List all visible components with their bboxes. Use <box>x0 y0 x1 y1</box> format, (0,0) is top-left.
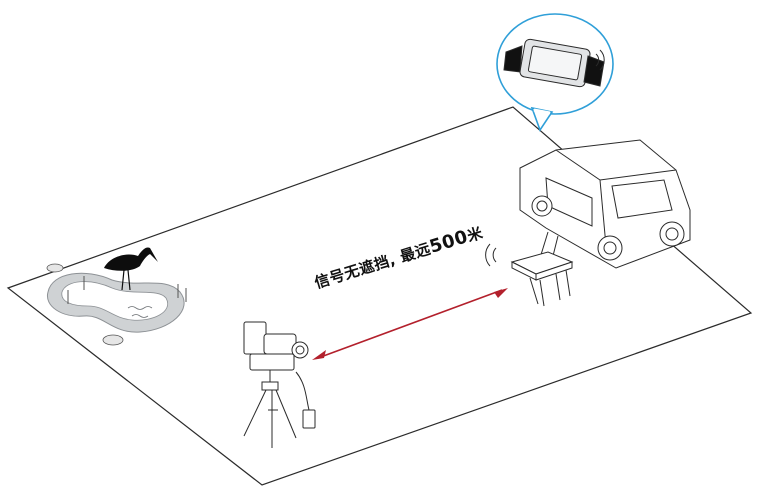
receiver-on-chair <box>510 231 574 307</box>
controller-bubble <box>496 13 614 132</box>
double-arrow <box>312 288 508 360</box>
pond <box>46 263 187 346</box>
remote-controller-icon <box>503 38 605 88</box>
camera-on-tripod <box>243 321 316 448</box>
van <box>519 139 691 269</box>
signal-waves <box>595 49 605 71</box>
wifi-waves <box>485 243 497 267</box>
bird-silhouette <box>104 247 158 291</box>
